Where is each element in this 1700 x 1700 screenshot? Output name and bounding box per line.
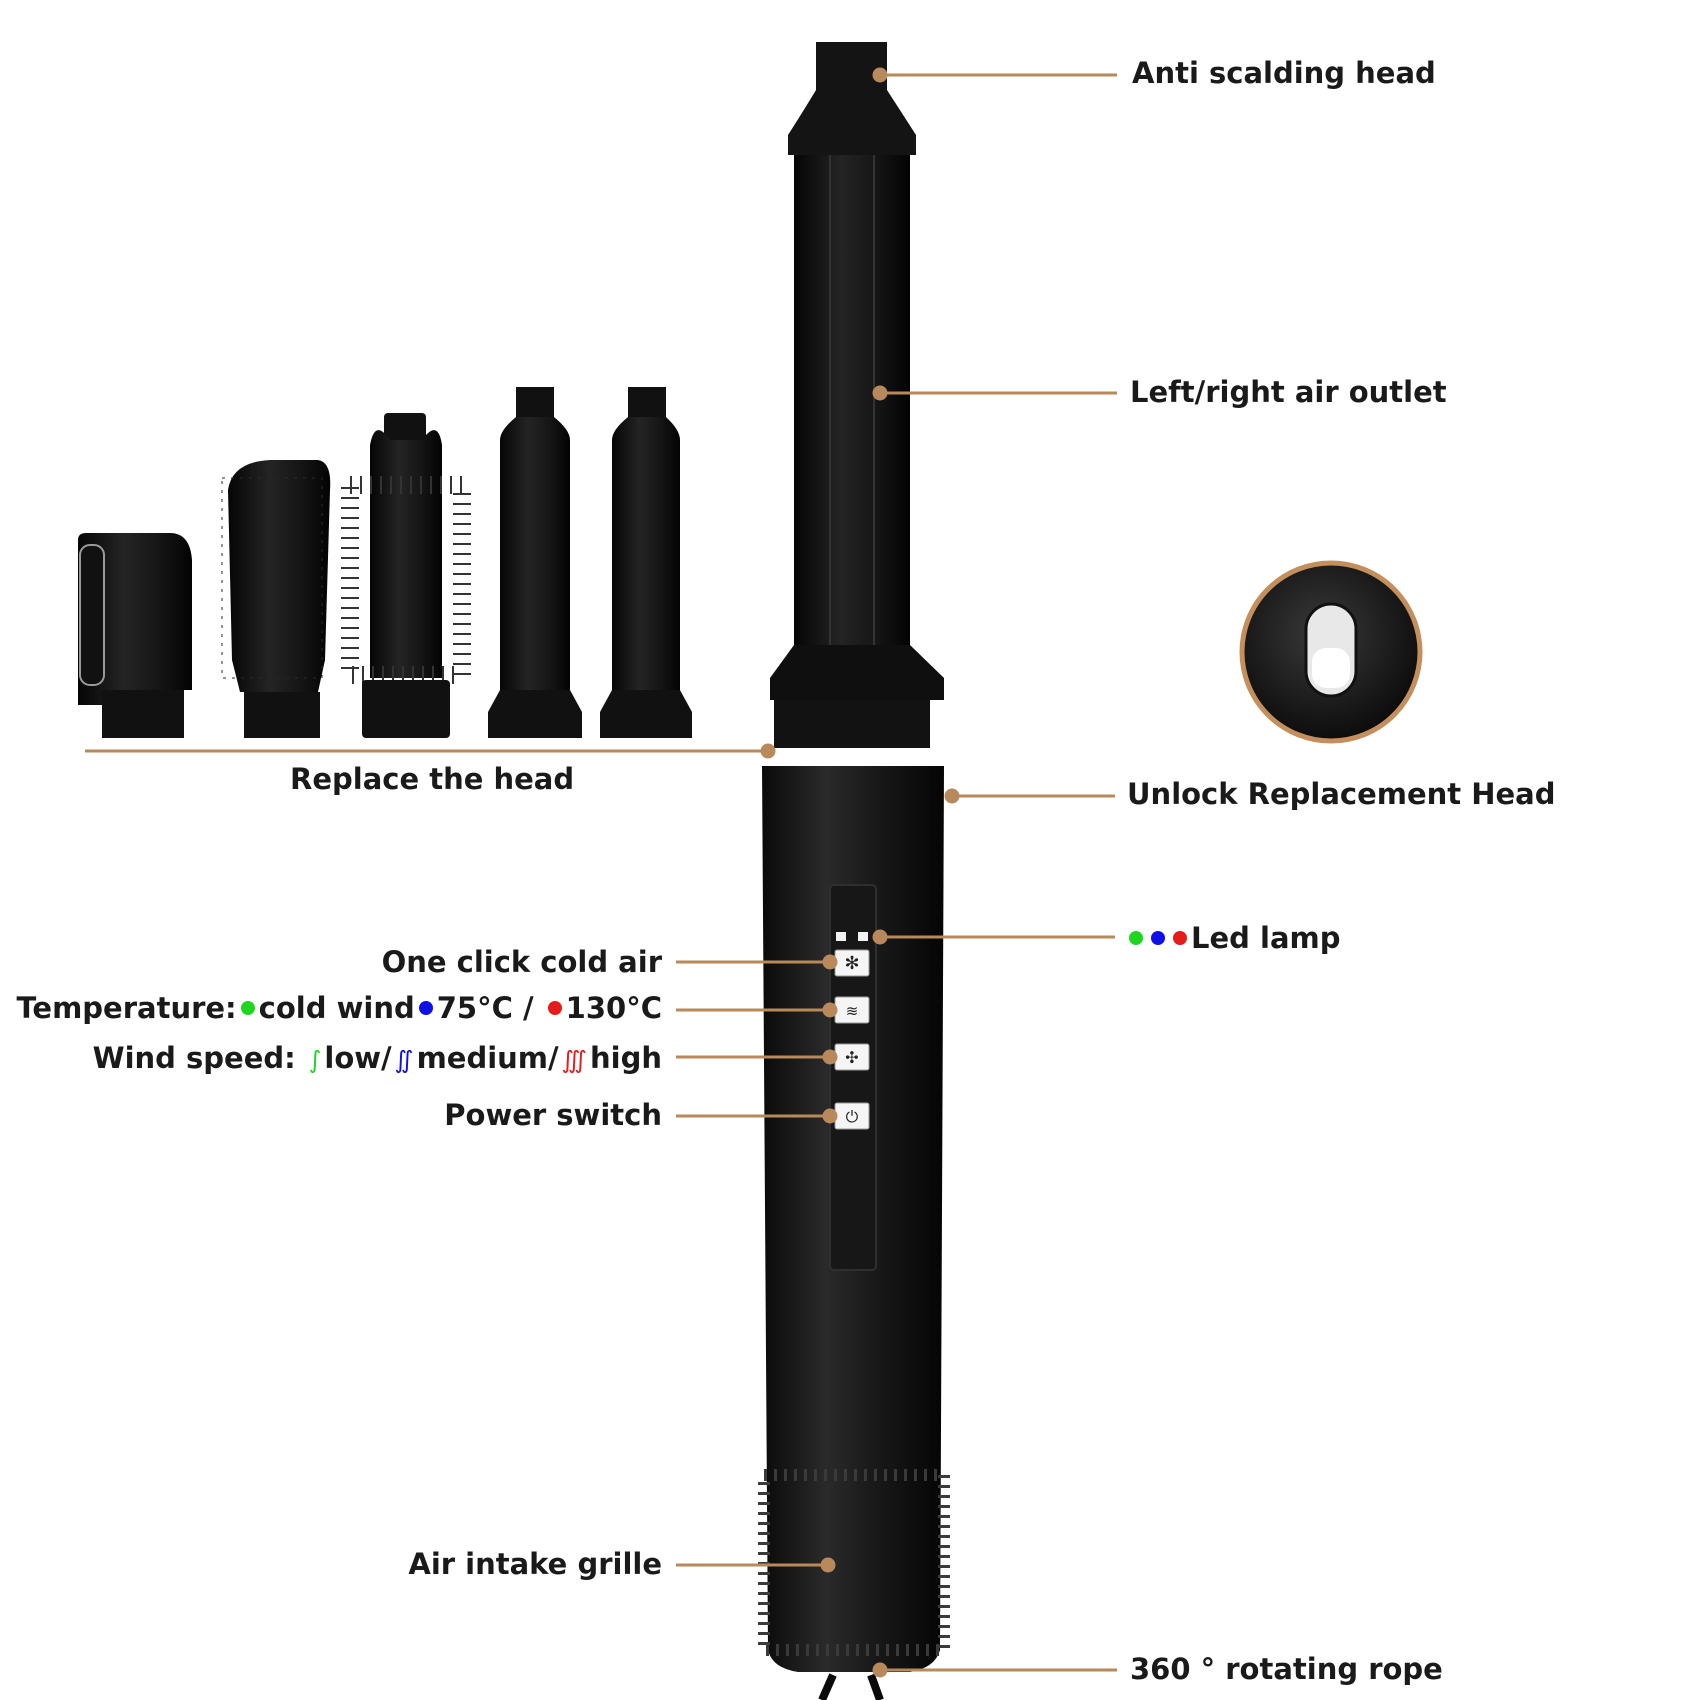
label-unlock-head: Unlock Replacement Head bbox=[1127, 777, 1556, 811]
wave-medium-icon: ∬ bbox=[394, 1046, 414, 1074]
attachment-round-brush bbox=[341, 413, 471, 738]
heat-waves-icon: ≋ bbox=[846, 1002, 859, 1020]
led-lamps bbox=[836, 932, 868, 941]
wind-speed-prefix: Wind speed: bbox=[92, 1041, 296, 1075]
green-dot-icon bbox=[240, 1001, 255, 1015]
handle-body bbox=[758, 766, 950, 1700]
fan-icon: ✣ bbox=[845, 1048, 858, 1067]
red-dot-icon bbox=[547, 1001, 562, 1015]
power-button[interactable]: ⏻ bbox=[834, 1102, 870, 1130]
label-air-intake: Air intake grille bbox=[408, 1547, 662, 1581]
main-barrel bbox=[770, 42, 944, 748]
snowflake-icon: ✻ bbox=[844, 953, 859, 974]
cold-air-button[interactable]: ✻ bbox=[834, 949, 870, 977]
power-icon: ⏻ bbox=[846, 1107, 859, 1126]
blue-dot-icon bbox=[418, 1001, 433, 1015]
temperature-prefix: Temperature: bbox=[16, 991, 237, 1025]
temperature-mid: 75°C bbox=[436, 991, 513, 1025]
wind-speed-button[interactable]: ✣ bbox=[834, 1043, 870, 1071]
unlock-detail-circle bbox=[1239, 560, 1423, 744]
led-lamp-text: Led lamp bbox=[1191, 921, 1341, 955]
wind-high: high bbox=[590, 1041, 662, 1075]
attachment-flat-nozzle bbox=[78, 533, 192, 738]
red-dot-icon bbox=[1173, 931, 1187, 945]
wind-low: low/ bbox=[324, 1041, 392, 1075]
blue-dot-icon bbox=[1151, 931, 1165, 945]
temperature-button[interactable]: ≋ bbox=[834, 996, 870, 1024]
wind-medium: medium/ bbox=[416, 1041, 559, 1075]
label-replace-head: Replace the head bbox=[290, 762, 575, 796]
label-anti-scalding-head: Anti scalding head bbox=[1132, 56, 1436, 90]
label-wind-speed: Wind speed: ∫low/∬medium/∭high bbox=[93, 1040, 662, 1078]
label-power-switch: Power switch bbox=[444, 1098, 662, 1132]
wave-low-icon: ∫ bbox=[308, 1046, 322, 1074]
temperature-high: 130°C bbox=[565, 991, 662, 1025]
label-temperature: Temperature: cold wind 75°C / 130°C bbox=[16, 990, 662, 1026]
label-cold-air: One click cold air bbox=[381, 945, 662, 979]
label-led-lamp: Led lamp bbox=[1125, 920, 1341, 956]
label-rotating-rope: 360 ° rotating rope bbox=[1130, 1652, 1443, 1686]
temperature-cold: cold wind bbox=[258, 991, 415, 1025]
green-dot-icon bbox=[1129, 931, 1143, 945]
attachment-small-curling-barrel bbox=[600, 387, 692, 738]
attachment-paddle-brush bbox=[221, 460, 331, 738]
leader-lines bbox=[85, 67, 1117, 1678]
temperature-separator: / bbox=[522, 991, 534, 1025]
wave-high-icon: ∭ bbox=[561, 1046, 587, 1074]
attachment-large-curling-barrel bbox=[488, 387, 582, 738]
label-air-outlet: Left/right air outlet bbox=[1130, 375, 1447, 409]
